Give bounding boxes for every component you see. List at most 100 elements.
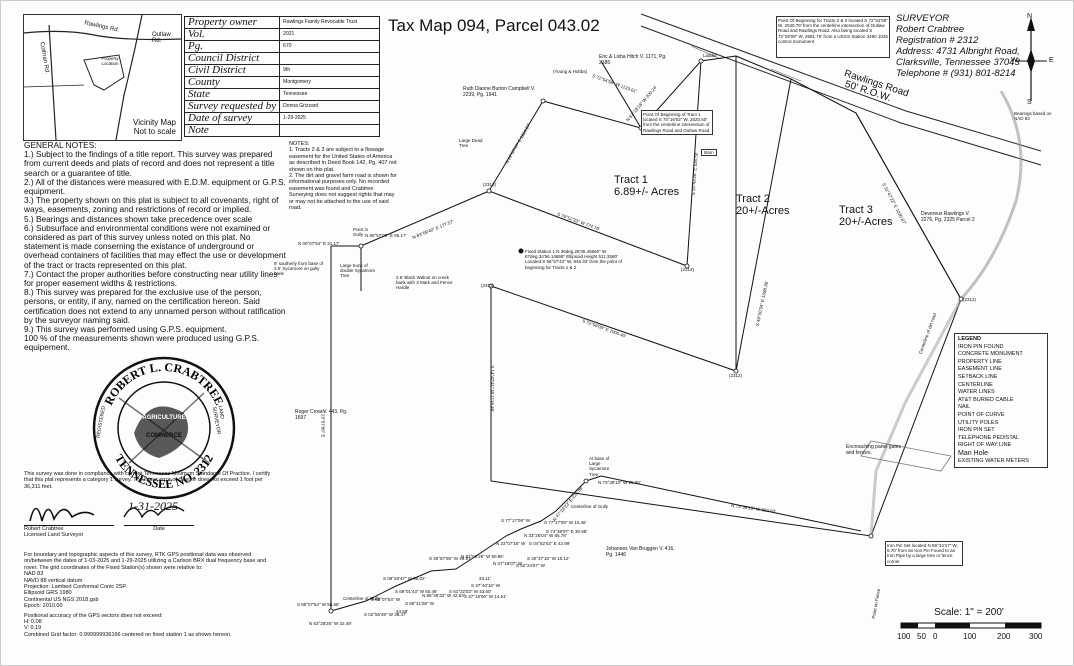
bearing-label: 44.59'	[396, 609, 409, 614]
label-point-in-gully: Point in Gully	[353, 227, 369, 238]
gps-line: Projection: Lambert Conformal Conic 2SP.	[24, 584, 127, 591]
surveyor-registration: Registration # 2312	[896, 35, 979, 46]
gps-line: Epoch: 2010.00	[24, 603, 63, 610]
vicinity-road-outlaw: Outlaw Rd.	[152, 32, 171, 44]
bearing-label: 33.11'	[479, 576, 491, 581]
pob-note: Point Of Beginning for Tracts 2 & 3 loca…	[776, 16, 890, 58]
general-notes: GENERAL NOTES: 1.) Subject to the findin…	[24, 140, 286, 353]
north-arrow: N W E S Bearings based on NAD 83	[1011, 13, 1061, 123]
bearing-label: S 09°28'47" W 98.02'	[383, 576, 426, 581]
gps-note: For boundary and topographic aspects of …	[24, 552, 279, 638]
legend-item: CONCRETE MONUMENT	[958, 351, 1023, 358]
bearing-label: N 87°56'26" W 50.86'	[461, 554, 504, 559]
tract-1-label: Tract 1 6.89+/- Acres	[614, 174, 679, 198]
tract-3-name: Tract 3	[839, 204, 873, 216]
bearing-label: S 60°07'54" W	[371, 597, 401, 602]
adjoiner-campbell: Ruth Dianne Burton Campbell V. 2239, Pg.…	[463, 86, 536, 98]
adjoiner-crow: Roger Crow V. 443, Pg. 1697	[295, 409, 348, 421]
plat-notes: NOTES: 1. Tracts 2 & 3 are subject to a …	[289, 141, 399, 211]
bearing-label: S 02°56'49" W 38.47'	[364, 612, 407, 617]
label-fp-3: (2312)	[681, 267, 695, 272]
south-label: S	[1027, 99, 1032, 106]
adjoiner-bruggen: Johannes Van Bruggen V. 416, Pg. 1446	[606, 546, 675, 558]
legend-item: UTILITY POLES	[958, 419, 999, 426]
tract-3-label: Tract 3 20+/-Acres	[839, 204, 893, 228]
bearing-label: S 88°07'54" W 56.68'	[297, 602, 340, 607]
general-note-item: 3.) The property shown on this plat is s…	[24, 195, 279, 215]
general-note-item: 1.) Subject to the findings of a title r…	[24, 149, 275, 178]
bearing-label: S 52°24'57" W	[516, 563, 546, 568]
vicinity-map: Rawlings Rd. Outlaw Rd. Cothran Rd. Prop…	[23, 14, 182, 141]
label-fp-2: (2312)	[481, 283, 495, 288]
gps-line: For boundary and topographic aspects of …	[24, 552, 267, 571]
label-tree-hobbs: (Young & Hobbs)	[553, 69, 588, 74]
vicinity-map-drawing	[23, 14, 182, 141]
bearing-label: N 33°07'18" W	[496, 541, 526, 546]
bearing-label: N 63°28'26" W 32.49'	[309, 621, 352, 626]
surveyor-address: Address: 4731 Albright Road,	[896, 46, 1020, 57]
vicinity-caption-line1: Vicinity Map	[133, 118, 176, 127]
surveyor-city: Clarksville, Tennessee 37043	[896, 57, 1020, 68]
label-sycamore-base: At base of Large Sycamore Tree	[589, 456, 610, 477]
legend: LEGEND IRON PIN FOUND CONCRETE MONUMENT …	[954, 333, 1048, 469]
tract-2-area: 20+/-Acres	[736, 205, 790, 217]
legend-item: WATER LINES	[958, 389, 995, 396]
scale-tick: 100	[897, 632, 911, 641]
bearing-label: S 30°37'15" W 10.12'	[527, 556, 570, 561]
bearing-label: N 86°38'33" W 42.63'	[422, 593, 465, 598]
scale-tick: 200	[997, 632, 1011, 641]
north-label: N	[1027, 13, 1033, 20]
signature-title: Licensed Land Surveyor	[24, 532, 84, 538]
plat-note-item: 2. The dirt and gravel farm road is show…	[289, 173, 397, 212]
bearing-label: N 66°57'00" E 65.17'	[365, 233, 407, 238]
west-label: W	[1011, 57, 1018, 64]
note-label: Note	[183, 124, 281, 137]
signature-name: Robert Crabtree	[24, 525, 114, 532]
legend-item: CENTERLINE	[958, 381, 993, 388]
label-centerline-gully-1: Centerline of Gully	[571, 504, 609, 509]
scale-graphic	[900, 622, 1042, 629]
east-label: E	[1049, 57, 1054, 64]
gps-line: NAD 83	[24, 571, 44, 578]
bearing-label: S 74°38'07" E 30.98'	[546, 529, 588, 534]
gps-line: Positional accuracy of the GPS vectors d…	[24, 612, 163, 619]
gps-line: V: 0.19	[24, 625, 42, 632]
bearing-label: S 40°57'08" W 49.97'	[429, 556, 472, 561]
bearing-label: S 14°42'41" W 1116.46'	[489, 365, 495, 412]
label-black-walnut: 2.5' Black Walnut on creek bank with 3 M…	[396, 275, 453, 291]
title-block-row: Council District	[183, 52, 380, 65]
bearing-label: N 33°26'04" W 85.78'	[524, 533, 567, 538]
vicinity-property-location: Property Location	[101, 56, 119, 66]
legend-item: EXISTING WATER METERS	[958, 457, 1029, 464]
label-fp-5: (2312)	[963, 297, 977, 302]
bearings-basis: Bearings based on NAD 83	[1014, 111, 1052, 122]
label-large-dead-tree: Large Dead Tree	[459, 138, 483, 149]
gps-line: Continental US NGS 2018.gsb	[24, 596, 99, 603]
label-ladder: Ladder	[703, 53, 718, 58]
scale-tick: 50	[917, 632, 926, 641]
bearing-label: S 37°40'16" W	[471, 583, 501, 588]
general-note-item: 2.) All of the distances were measured w…	[24, 176, 286, 197]
surveyor-phone: Telephone # (931) 801-8214	[896, 68, 1016, 79]
gps-line: Ellipsoid GRS 1980	[24, 590, 72, 597]
tract-2-label: Tract 2 20+/-Acres	[736, 193, 790, 217]
signature-block: 1-31-2025 Robert Crabtree Licensed Land …	[24, 491, 284, 541]
surveyor-block: SURVEYOR Robert Crabtree Registration # …	[896, 13, 1020, 79]
general-note-item: 8.) This survey was prepared for the exc…	[24, 287, 286, 325]
fixed-station-note: Fixed Station 1 N 36deg.28'36.45660" W 8…	[525, 249, 622, 270]
scale-bar: Scale: 1" = 200' 100 50 0 100 200 300	[897, 607, 1049, 647]
general-note-item: 7.) Contact the proper authorities befor…	[24, 268, 278, 289]
note-value	[279, 124, 380, 137]
signature-date-label: Date	[124, 525, 194, 532]
bearing-label: N 37°18'07" W	[493, 561, 523, 566]
seal-center-1: AGRICULTURE	[142, 415, 186, 421]
scale-label: Scale: 1" = 200'	[934, 607, 1004, 618]
label-centerline-gully-2: Centerline of Gully	[343, 596, 381, 601]
general-note-item: 6.) Subsurface and environmental conditi…	[24, 222, 286, 270]
